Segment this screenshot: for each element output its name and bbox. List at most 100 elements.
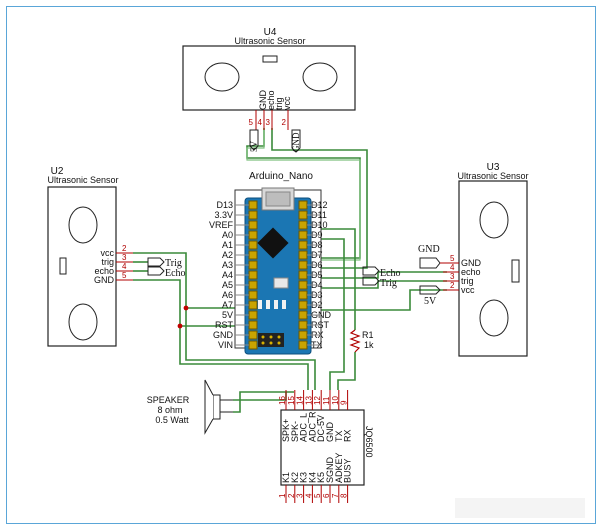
u2-num-3: 3 [122, 253, 127, 262]
usb-port-inner [265, 191, 291, 207]
u4-transducer-left [204, 62, 240, 92]
u2-echo-port [147, 266, 165, 276]
resistor-r1: R1 1k [349, 329, 374, 353]
arduino-name: Arduino_Nano [249, 171, 313, 182]
wire-speaker-minus [233, 391, 294, 413]
player-bottom-num: 1 [278, 493, 287, 498]
u2-echo-label: Echo [165, 268, 186, 279]
wire-u2-vcc [133, 252, 235, 309]
u3-crystal [511, 259, 520, 283]
u4-pin-vcc: vcc [282, 96, 292, 110]
wire-resistor-rx [337, 352, 356, 390]
arduino-pin-a1: A1 [222, 240, 233, 250]
header-pin [248, 260, 258, 270]
player-bottom-num: 7 [331, 493, 340, 498]
u3-5v-port [419, 285, 441, 295]
u4-num-5: 5 [249, 118, 254, 127]
player-top-num: 10 [331, 396, 340, 405]
header-pin [298, 230, 308, 240]
u3-ref: U3 [487, 162, 500, 173]
u4-num-4: 4 [258, 118, 263, 127]
u2-ref: U2 [51, 166, 64, 177]
player-top-num: 9 [340, 400, 349, 405]
wire-5v-player [185, 308, 316, 390]
player-top-num: 13 [304, 396, 313, 405]
u3-num-4: 4 [450, 263, 455, 272]
arduino-pin-gnd: GND [311, 310, 332, 320]
resistor-ref: R1 [362, 330, 374, 340]
arduino-pin-a0: A0 [222, 230, 233, 240]
u2-crystal [59, 257, 67, 275]
sensor-u3: U3 Ultrasonic Sensor GND echo trig vcc 5… [362, 162, 529, 357]
resistor-symbol [349, 329, 361, 353]
u4-pin-gnd: GND [258, 90, 268, 111]
u4-crystal [262, 55, 278, 63]
player-pin-k4: K4 [307, 472, 317, 483]
sensor-u4: U4 Ultrasonic Sensor GND echo trig vcc 5… [182, 27, 356, 153]
speaker-label-1: SPEAKER [147, 395, 190, 405]
header-pin [248, 300, 258, 310]
u2-num-2: 2 [122, 244, 127, 253]
u2-transducer-top [68, 206, 98, 244]
u4-ref: U4 [264, 27, 277, 38]
speaker: SPEAKER 8 ohm 0.5 Watt [147, 379, 233, 435]
arduino-pin-rst: RST [215, 320, 234, 330]
led-4 [282, 300, 286, 309]
player-pin-tx: TX [334, 430, 344, 442]
player-bottom-num: 5 [313, 493, 322, 498]
player-pin-spk-: SPK+ [281, 419, 291, 442]
wire-d8-tx [321, 238, 345, 390]
player-pin-k2: K2 [290, 472, 300, 483]
u3-num-3: 3 [450, 272, 455, 281]
u4-transducer-right [302, 62, 338, 92]
header-pin [298, 300, 308, 310]
wire-gnd-player [179, 326, 309, 390]
arduino-nano: Arduino_Nano D133.3VVREFA0A1A2A3A4A5A6A7… [209, 171, 332, 355]
header-pin [248, 280, 258, 290]
watermark-blur [455, 498, 585, 518]
u2-transducer-bottom [68, 303, 98, 341]
header-left [248, 200, 258, 350]
header-pin [298, 310, 308, 320]
arduino-right-stubs [307, 204, 321, 346]
u3-num-5: 5 [450, 254, 455, 263]
player-top-num: 15 [287, 396, 296, 405]
icsp-pin-4 [261, 341, 265, 345]
u3-gnd-port [419, 257, 441, 269]
wire-u3-vcc [321, 289, 447, 311]
speaker-cone [204, 379, 214, 435]
u4-num-2: 2 [282, 118, 287, 127]
icsp-pin-6 [277, 341, 281, 345]
player-pin-k5: K5 [316, 472, 326, 483]
u3-gnd-label: GND [418, 244, 440, 255]
junction-5v [183, 305, 189, 311]
led-1 [258, 300, 262, 309]
header-pin [298, 260, 308, 270]
u2-body [47, 186, 117, 347]
u3-transducer-bottom [479, 299, 509, 337]
header-pin [248, 220, 258, 230]
arduino-echo-label: Echo [380, 268, 401, 279]
header-pin [248, 330, 258, 340]
header-pin [298, 270, 308, 280]
arduino-left-stubs [235, 204, 249, 346]
player-bottom-num: 2 [287, 493, 296, 498]
player-pin-adc-r: ADC_R [307, 411, 317, 442]
u2-pin-gnd: GND [94, 275, 115, 285]
arduino-pin-a2: A2 [222, 250, 233, 260]
arduino-pin-5v: 5V [222, 310, 233, 320]
header-pin [248, 310, 258, 320]
arduino-pin-a3: A3 [222, 260, 233, 270]
u3-name: Ultrasonic Sensor [457, 171, 528, 181]
arduino-pin-a4: A4 [222, 270, 233, 280]
player-pin-gnd: GND [325, 422, 335, 443]
player-jq6500: JQ6500 16SPK+15SPK-14ADC_L13ADC_R12DC-5V… [278, 390, 374, 503]
arduino-trig-port [362, 276, 380, 286]
arduino-pin-3-3v: 3.3V [214, 210, 233, 220]
u3-5v-label: 5V [424, 296, 437, 307]
player-pin-spk-: SPK- [290, 421, 300, 442]
player-top-pins: 16SPK+15SPK-14ADC_L13ADC_R12DC-5V11GND10… [278, 390, 353, 442]
